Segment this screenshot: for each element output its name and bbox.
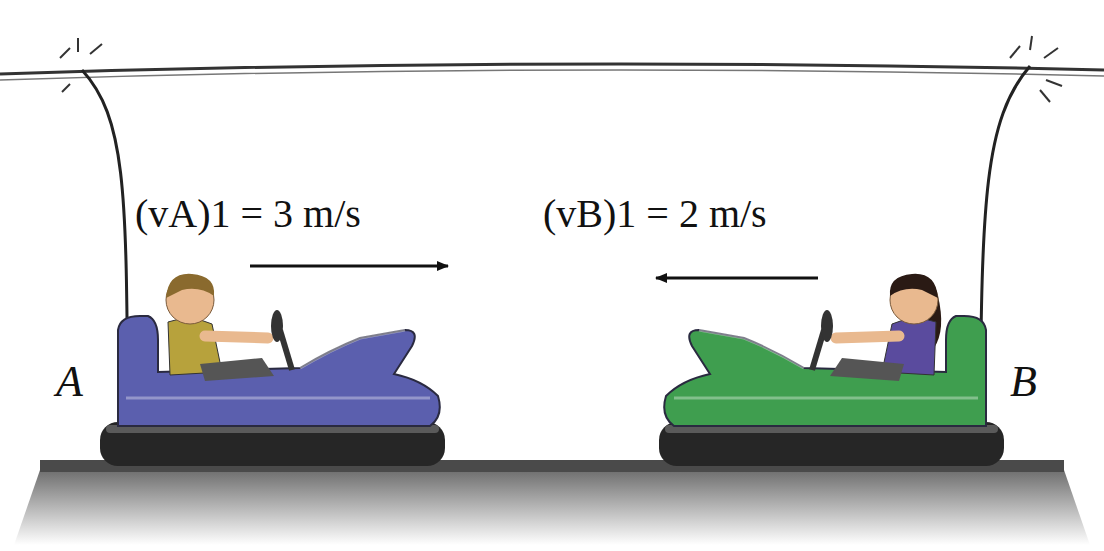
bumper-car-b <box>659 274 1004 466</box>
car-label: A <box>56 358 83 406</box>
bumper-car-a <box>100 274 445 466</box>
velocity-label: (vB)1 = 2 m/s <box>543 192 767 236</box>
velocity-arrow <box>656 277 818 280</box>
floor-shadow <box>14 470 1090 545</box>
car-label: B <box>1010 358 1037 406</box>
velocity-label: (vA)1 = 3 m/s <box>135 192 361 236</box>
overhead-wire <box>0 70 1104 80</box>
velocity-arrow <box>250 265 448 268</box>
sparks <box>60 36 1062 102</box>
